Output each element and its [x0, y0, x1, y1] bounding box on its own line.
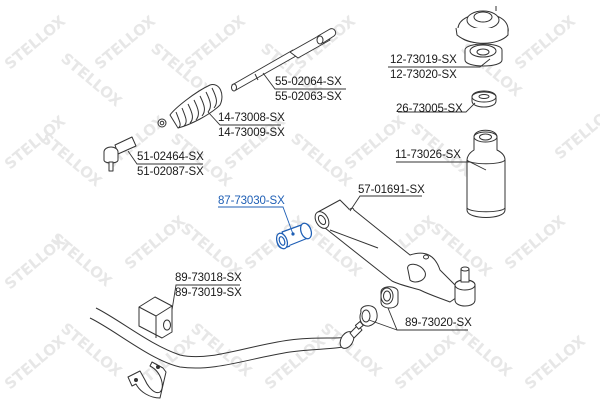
part-label-89-73019-SX[interactable]: 89-73019-SX [175, 287, 242, 299]
stabilizer-bushing-part[interactable] [138, 296, 173, 339]
part-label-14-73008-SX[interactable]: 14-73008-SX [218, 112, 285, 124]
svg-text:STELLOX: STELLOX [37, 129, 105, 190]
part-label-14-73009-SX[interactable]: 14-73009-SX [218, 127, 285, 139]
svg-text:STELLOX: STELLOX [341, 112, 409, 173]
dust-boot-part[interactable] [466, 129, 506, 218]
part-label-12-73019-SX[interactable]: 12-73019-SX [390, 54, 457, 66]
stabilizer-link-part[interactable] [337, 321, 364, 351]
strut-bearing-part[interactable] [471, 90, 497, 108]
part-label-89-73020-SX[interactable]: 89-73020-SX [405, 317, 472, 329]
stabilizer-bar-part [89, 307, 353, 369]
part-label-87-73030-SX[interactable]: 87-73030-SX [218, 195, 285, 207]
tie-rod-part[interactable] [231, 28, 337, 92]
part-label-12-73020-SX[interactable]: 12-73020-SX [390, 69, 457, 81]
leader-lines [127, 58, 491, 331]
part-label-51-02464-SX[interactable]: 51-02464-SX [137, 151, 204, 163]
part-label-55-02063-SX[interactable]: 55-02063-SX [275, 91, 342, 103]
control-arm-part[interactable] [312, 199, 476, 307]
svg-text:STELLOX: STELLOX [521, 332, 589, 393]
strut-mount-part[interactable] [455, 6, 509, 67]
part-label-26-73005-SX[interactable]: 26-73005-SX [396, 103, 463, 115]
control-arm-bushing-part[interactable] [275, 222, 314, 250]
svg-text:STELLOX: STELLOX [241, 212, 309, 273]
part-label-89-73018-SX[interactable]: 89-73018-SX [175, 272, 242, 284]
tie-rod-end-part[interactable] [103, 136, 137, 172]
part-label-51-02087-SX[interactable]: 51-02087-SX [137, 166, 204, 178]
svg-text:STELLOX: STELLOX [1, 332, 69, 393]
stabilizer-clamp-part[interactable] [127, 361, 167, 399]
part-label-55-02064-SX[interactable]: 55-02064-SX [275, 76, 342, 88]
part-label-11-73026-SX[interactable]: 11-73026-SX [395, 149, 461, 161]
link-bushing-part[interactable] [359, 286, 399, 327]
svg-text:STELLOX: STELLOX [317, 319, 385, 380]
svg-text:STELLOX: STELLOX [181, 12, 249, 73]
svg-text:STELLOX: STELLOX [501, 212, 569, 273]
svg-text:STELLOX: STELLOX [91, 12, 159, 73]
part-label-57-01691-SX[interactable]: 57-01691-SX [358, 184, 425, 196]
svg-text:STELLOX: STELLOX [551, 102, 600, 163]
highlight-leader-line [218, 206, 294, 235]
watermark-layer: STELLOX STELLOX STELLOX STELLOX STELLOX … [1, 12, 600, 393]
svg-text:STELLOX: STELLOX [187, 319, 255, 380]
svg-text:STELLOX: STELLOX [47, 229, 115, 290]
svg-text:STELLOX: STELLOX [57, 319, 125, 380]
steering-boot-part[interactable] [157, 84, 223, 129]
svg-text:STELLOX: STELLOX [391, 332, 459, 393]
svg-text:STELLOX: STELLOX [261, 332, 329, 393]
svg-text:STELLOX: STELLOX [511, 12, 579, 73]
svg-text:STELLOX: STELLOX [121, 212, 189, 273]
